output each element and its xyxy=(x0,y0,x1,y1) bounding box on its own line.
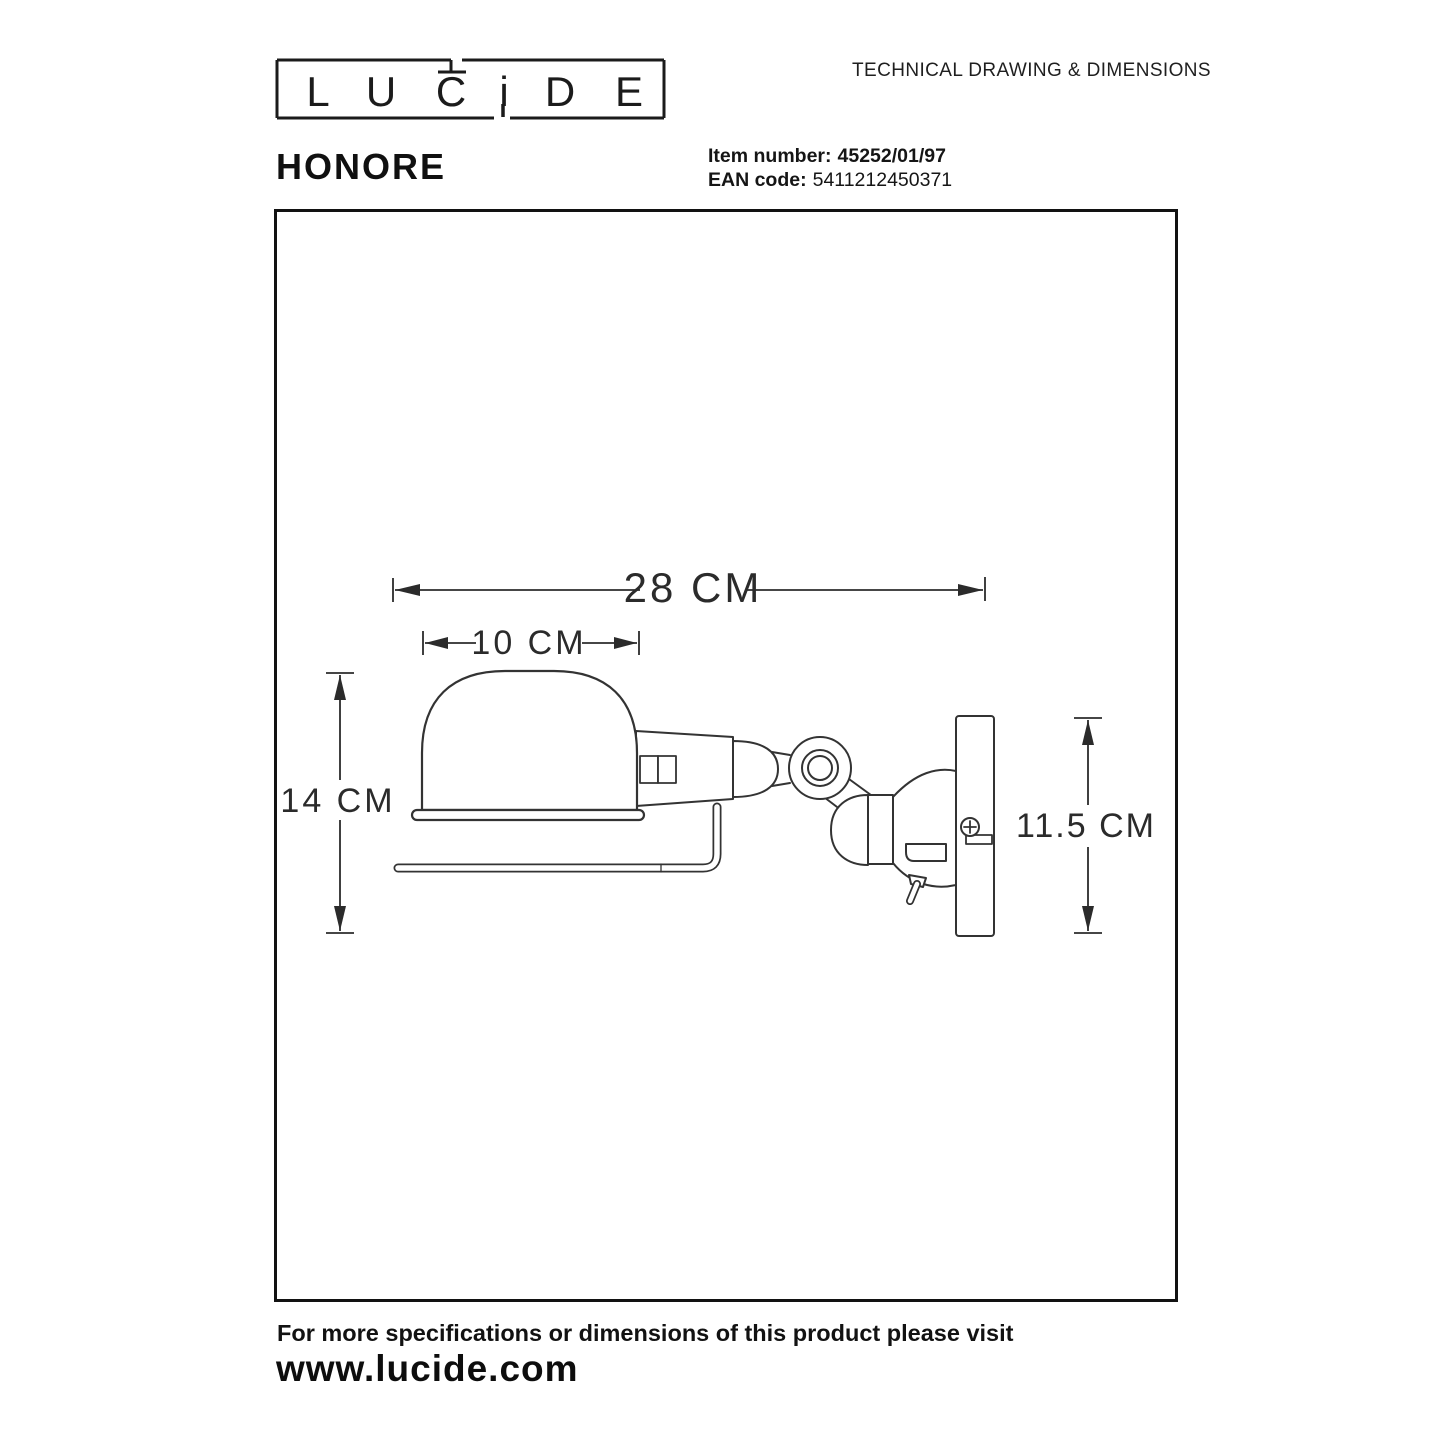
logo-letter: C xyxy=(436,68,466,115)
arrow-right-icon xyxy=(958,584,983,596)
arrow-left-icon xyxy=(395,584,420,596)
arrow-up-icon xyxy=(1082,720,1094,745)
dim-backplate-height xyxy=(1074,717,1102,934)
logo-letter: L xyxy=(306,68,329,115)
logo-letter: U xyxy=(366,68,396,115)
dim-overall-height xyxy=(326,672,354,934)
logo-letter: D xyxy=(545,68,575,115)
footer-website: www.lucide.com xyxy=(276,1348,579,1389)
dim-label-shade-width: 10 CM xyxy=(471,624,586,662)
arrow-right-icon xyxy=(614,637,637,649)
item-number-value: 45252/01/97 xyxy=(837,145,946,167)
mounting-bracket xyxy=(965,834,993,845)
cup-slot xyxy=(905,843,947,862)
dim-shade-width xyxy=(422,631,640,655)
lamp-shade xyxy=(420,669,639,812)
ean-row: EAN code:5411212450371 xyxy=(708,168,952,192)
arrow-down-icon xyxy=(1082,906,1094,931)
cable xyxy=(393,802,722,873)
dim-label-overall-width: 28 CM xyxy=(624,564,763,611)
wall-cup xyxy=(830,768,957,888)
socket-housing xyxy=(635,730,734,807)
toggle-switch xyxy=(906,874,927,905)
swivel-joint xyxy=(788,736,852,800)
dim-label-backplate-height: 11.5 CM xyxy=(1016,807,1156,845)
arrow-down-icon xyxy=(334,906,346,931)
item-number-row: Item number:45252/01/97 xyxy=(708,144,952,168)
arrow-left-icon xyxy=(425,637,448,649)
logo-letter: i xyxy=(499,68,508,115)
logo-letters: L U C i D E xyxy=(306,68,643,115)
mounting-screw-icon xyxy=(960,817,980,837)
ean-label: EAN code: xyxy=(708,169,807,191)
arrow-up-icon xyxy=(334,675,346,700)
product-name: HONORE xyxy=(276,146,447,187)
shade-rim xyxy=(410,808,646,822)
dim-overall-width xyxy=(392,577,986,602)
item-number-label: Item number: xyxy=(708,145,832,167)
dim-label-overall-height: 14 CM xyxy=(280,782,395,820)
logo-border xyxy=(275,58,666,120)
arm-neck xyxy=(771,751,791,787)
arm-cap xyxy=(732,740,779,798)
ean-value: 5411212450371 xyxy=(812,169,953,191)
footer-note: For more specifications or dimensions of… xyxy=(277,1320,1014,1346)
logo-letter: E xyxy=(615,68,643,115)
doc-title: TECHNICAL DRAWING & DIMENSIONS xyxy=(852,60,1211,81)
item-info-block: Item number:45252/01/97 EAN code:5411212… xyxy=(708,144,952,192)
